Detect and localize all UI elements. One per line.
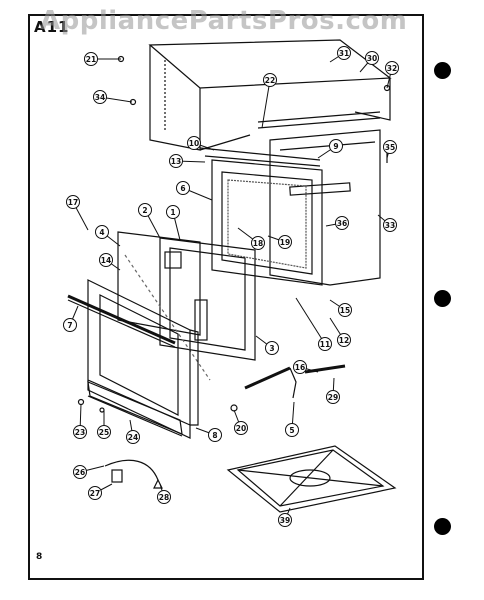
callout-circle xyxy=(208,428,222,442)
callout-circle xyxy=(265,341,279,355)
callout-number: 30 xyxy=(367,54,377,63)
binder-hole-icon xyxy=(434,290,451,307)
callout-number: 8 xyxy=(212,431,217,440)
binder-hole-icon xyxy=(434,518,451,535)
callout-number: 29 xyxy=(328,393,338,402)
oven-inner-frame-part xyxy=(199,147,323,286)
callout-number: 36 xyxy=(337,219,347,228)
callout-number: 25 xyxy=(99,428,109,437)
callout-circle xyxy=(338,303,352,317)
side-panel-part xyxy=(269,129,381,286)
callout-circle xyxy=(95,225,109,239)
callout-number: 15 xyxy=(340,306,350,315)
callout-leader-line xyxy=(261,79,271,129)
callout-number: 20 xyxy=(236,424,246,433)
callout-circle xyxy=(66,195,80,209)
callout-number: 5 xyxy=(289,426,294,435)
callout-circle xyxy=(157,490,171,504)
callout-number: 6 xyxy=(180,184,185,193)
callout-circle xyxy=(337,46,351,60)
page-number: 8 xyxy=(36,552,43,562)
callout-circle xyxy=(365,51,379,65)
callout-number: 22 xyxy=(265,76,275,85)
callout-number: 19 xyxy=(280,238,290,247)
bottom-trim-part xyxy=(87,381,183,437)
callout-number: 28 xyxy=(159,493,169,502)
callout-number: 39 xyxy=(280,516,290,525)
callout-number: 35 xyxy=(385,143,395,152)
callout-circle xyxy=(63,318,77,332)
callout-circle xyxy=(383,218,397,232)
callout-number: 1 xyxy=(170,208,175,217)
callout-circle xyxy=(234,421,248,435)
callout-number: 33 xyxy=(385,221,395,230)
callout-circle xyxy=(166,205,180,219)
callout-circle xyxy=(337,333,351,347)
callout-number: 34 xyxy=(95,93,105,102)
callout-circle xyxy=(88,486,102,500)
callout-circle xyxy=(326,390,340,404)
callout-circle xyxy=(285,423,299,437)
diagram-border xyxy=(28,14,424,580)
callout-number: 32 xyxy=(387,64,397,73)
callout-number: 9 xyxy=(333,142,338,151)
wire-harness-part xyxy=(104,459,163,489)
callout-circle xyxy=(335,216,349,230)
callout-number: 17 xyxy=(68,198,78,207)
figure-label: A11 xyxy=(34,18,70,36)
callout-circle xyxy=(293,360,307,374)
binder-hole-icon xyxy=(434,62,451,79)
callout-circle xyxy=(126,430,140,444)
callout-circle xyxy=(99,253,113,267)
door-hinge-rod-part xyxy=(244,364,346,399)
callout-circle xyxy=(263,73,277,87)
callout-circle xyxy=(383,140,397,154)
callout-number: 7 xyxy=(67,321,72,330)
callout-number: 13 xyxy=(171,157,181,166)
callout-circle xyxy=(329,139,343,153)
callout-circle xyxy=(169,154,183,168)
callout-number: 21 xyxy=(86,55,96,64)
callout-circle xyxy=(251,236,265,250)
callout-circle xyxy=(187,136,201,150)
callout-number: 27 xyxy=(90,489,100,498)
callout-circle xyxy=(176,181,190,195)
callout-circle xyxy=(278,513,292,527)
callout-number: 23 xyxy=(75,428,85,437)
callout-number: 16 xyxy=(295,363,305,372)
callout-circle xyxy=(84,52,98,66)
outer-cabinet-part xyxy=(148,39,392,151)
callout-circle xyxy=(278,235,292,249)
callout-number: 3 xyxy=(269,344,274,353)
callout-circle xyxy=(138,203,152,217)
callout-number: 10 xyxy=(189,139,199,148)
screw-hardware-part xyxy=(77,55,391,413)
callout-circle xyxy=(97,425,111,439)
callout-circle xyxy=(73,425,87,439)
callout-number: 12 xyxy=(339,336,349,345)
callout-number: 24 xyxy=(128,433,138,442)
callout-number: 26 xyxy=(75,468,85,477)
callout-circle xyxy=(318,337,332,351)
callout-number: 18 xyxy=(253,239,263,248)
drip-tray-part xyxy=(226,445,397,513)
callout-circle xyxy=(385,61,399,75)
door-glass-panels-part xyxy=(117,231,256,381)
callout-circle xyxy=(93,90,107,104)
callout-number: 11 xyxy=(320,340,330,349)
callout-number: 31 xyxy=(339,49,349,58)
callout-circle xyxy=(73,465,87,479)
callout-number: 4 xyxy=(99,228,104,237)
callout-number: 14 xyxy=(101,256,111,265)
callout-number: 2 xyxy=(142,206,147,215)
callout-leader-line xyxy=(295,297,326,345)
